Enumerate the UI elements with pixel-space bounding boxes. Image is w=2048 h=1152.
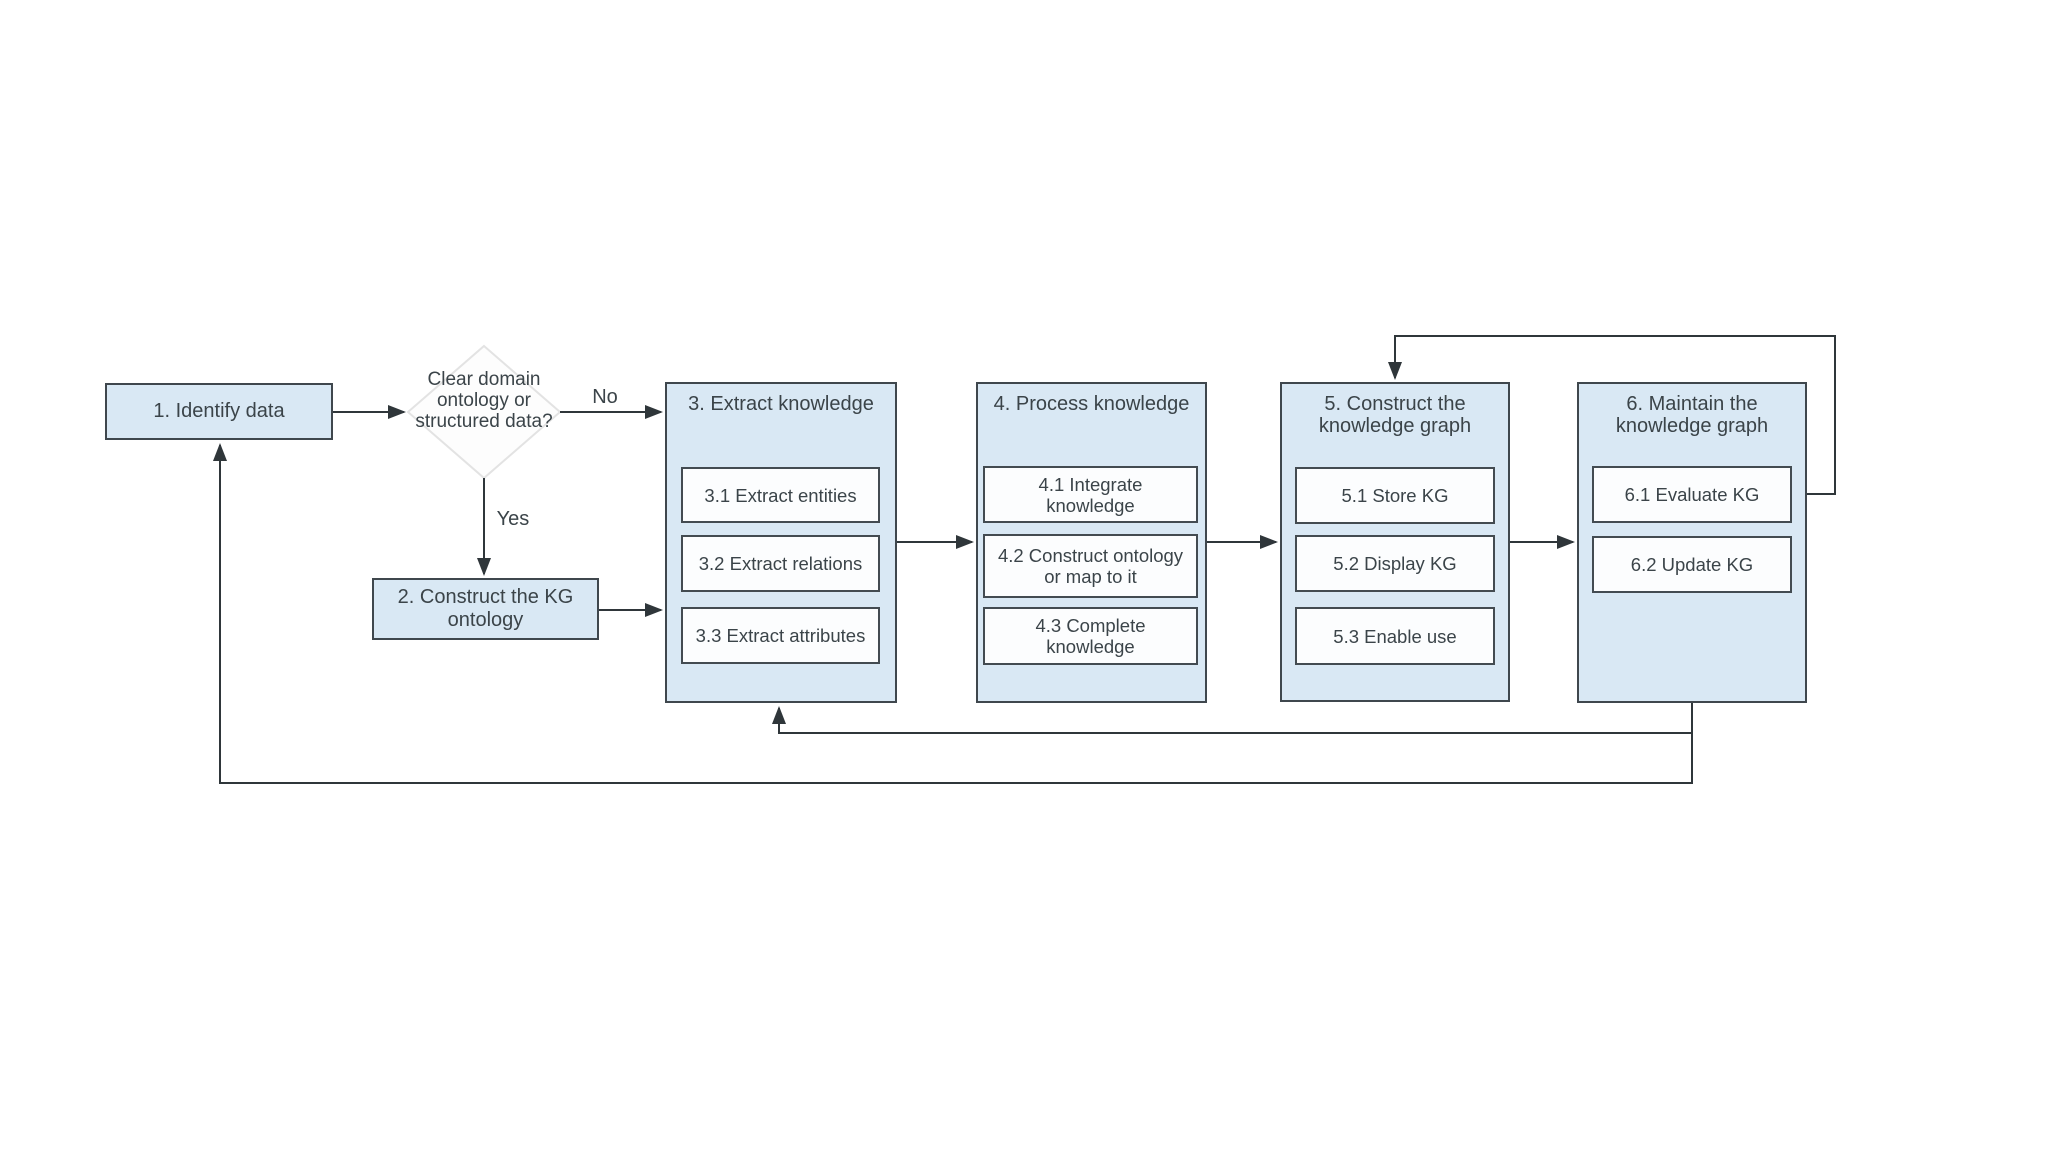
edge-label-no: No [592, 385, 618, 408]
stage-process-knowledge: 4. Process knowledge 4.1 Integrate knowl… [976, 382, 1207, 703]
step-integrate-knowledge: 4.1 Integrate knowledge [983, 466, 1198, 523]
edge-label-yes: Yes [496, 507, 530, 530]
step-extract-relations: 3.2 Extract relations [681, 535, 880, 592]
step-extract-attributes: 3.3 Extract attributes [681, 607, 880, 664]
step-evaluate-kg: 6.1 Evaluate KG [1592, 466, 1792, 523]
node-identify-data: 1. Identify data [105, 383, 333, 440]
step-update-kg: 6.2 Update KG [1592, 536, 1792, 593]
decision-clear-ontology-label: Clear domain ontology or structured data… [415, 368, 553, 432]
step-enable-use: 5.3 Enable use [1295, 607, 1495, 665]
edge-update-feedback-to-extract [772, 706, 1692, 734]
step-construct-ontology-or-map: 4.2 Construct ontology or map to it [983, 534, 1198, 598]
edge-evaluate-feedback-to-construct [1388, 335, 1836, 495]
stage-extract-knowledge: 3. Extract knowledge 3.1 Extract entitie… [665, 382, 897, 703]
step-extract-entities: 3.1 Extract entities [681, 467, 880, 523]
stage-maintain-knowledge-graph: 6. Maintain the knowledge graph 6.1 Eval… [1577, 382, 1807, 703]
step-store-kg: 5.1 Store KG [1295, 467, 1495, 524]
stage-maintain-knowledge-graph-title: 6. Maintain the knowledge graph [1615, 393, 1769, 437]
step-display-kg: 5.2 Display KG [1295, 535, 1495, 592]
stage-construct-knowledge-graph-title: 5. Construct the knowledge graph [1318, 393, 1472, 437]
step-complete-knowledge: 4.3 Complete knowledge [983, 607, 1198, 665]
stage-construct-knowledge-graph: 5. Construct the knowledge graph 5.1 Sto… [1280, 382, 1510, 702]
stage-extract-knowledge-title: 3. Extract knowledge [688, 393, 874, 415]
stage-process-knowledge-title: 4. Process knowledge [993, 393, 1190, 415]
node-construct-kg-ontology: 2. Construct the KG ontology [372, 578, 599, 640]
